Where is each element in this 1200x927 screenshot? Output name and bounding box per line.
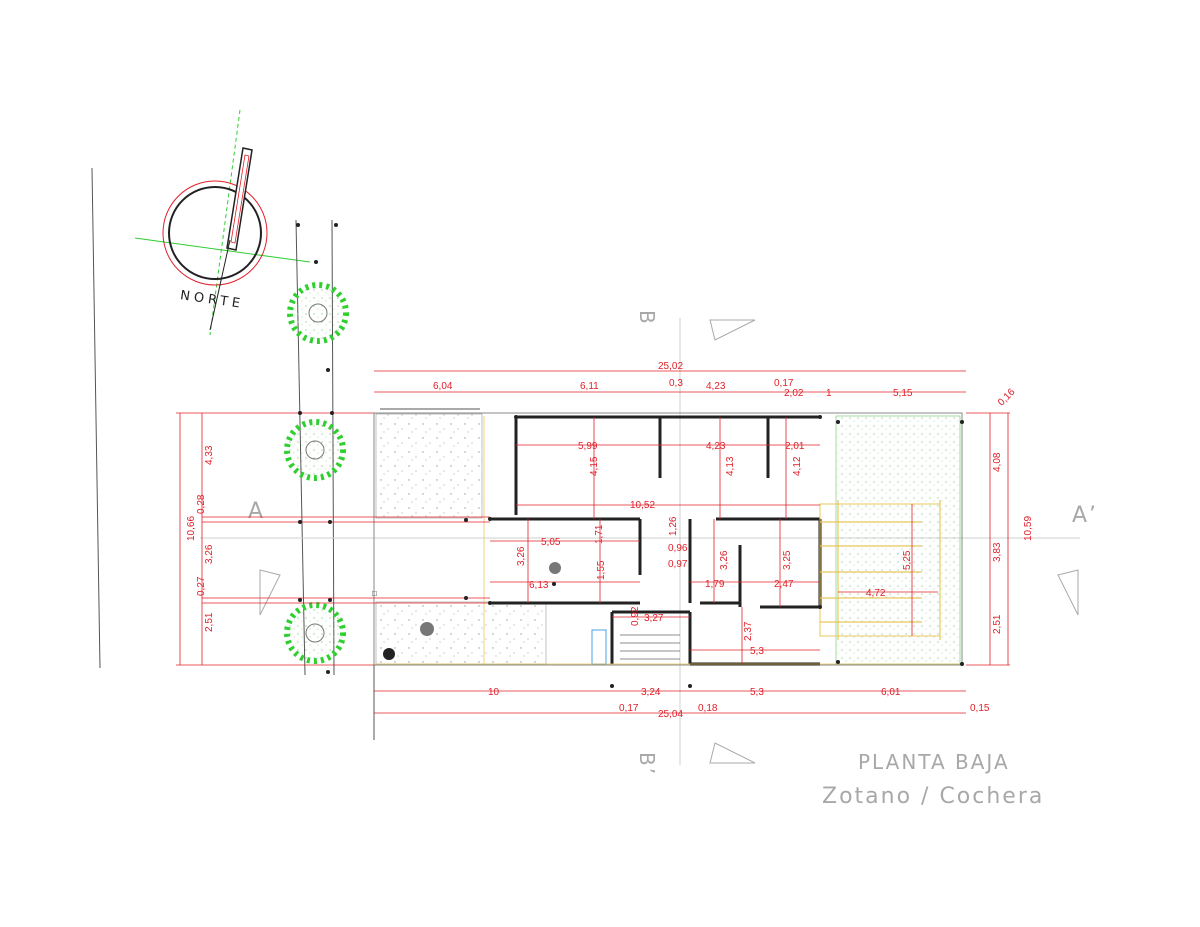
dim-left: 2,51 xyxy=(204,612,215,632)
drawing-title: PLANTA BAJA xyxy=(858,750,1010,774)
dim-row2: 4,23 xyxy=(706,441,726,452)
dim-top: 1 xyxy=(826,388,832,399)
section-label-a: A xyxy=(248,499,265,524)
dim-mid: 3,25 xyxy=(782,550,793,570)
dim-top: 6,11 xyxy=(580,381,599,392)
drawing-subtitle: Zotano / Cochera xyxy=(822,784,1044,809)
dim-bottom: 0,18 xyxy=(698,703,718,714)
dim-left: 10,66 xyxy=(186,516,197,541)
dim-right: 3,83 xyxy=(992,542,1003,562)
dim-mid: 3,26 xyxy=(719,550,730,570)
dim-mid: 5,05 xyxy=(541,537,561,548)
section-label-b-top: B xyxy=(635,310,659,326)
front-patio xyxy=(375,413,483,519)
dim-bottom: 3,24 xyxy=(641,687,661,698)
svg-text:□: □ xyxy=(372,589,377,598)
dim-top: 4,23 xyxy=(706,381,726,392)
dim-mid: 5,25 xyxy=(902,550,913,570)
dim-right: 2,51 xyxy=(992,614,1003,634)
side-patio xyxy=(375,601,547,665)
dim-bottom: 6,01 xyxy=(881,687,901,698)
dim-mid: 3,27 xyxy=(644,613,664,624)
dim-mid: 4,72 xyxy=(866,588,886,599)
section-label-b-bottom: B’ xyxy=(635,752,659,776)
tree-icon xyxy=(287,282,349,344)
dim-top: 0,17 xyxy=(774,378,794,389)
dim-mid: 6,13 xyxy=(529,580,549,591)
property-line xyxy=(91,167,101,669)
dim-vertical: 4,12 xyxy=(792,456,803,476)
dim-row2: 2,01 xyxy=(785,441,805,452)
dim-total-top: 25,02 xyxy=(658,361,683,372)
dim-mid: 1,79 xyxy=(705,579,725,590)
dim-top: 6,04 xyxy=(433,381,453,392)
dim-top: 5,15 xyxy=(893,388,913,399)
dim-left: 0,28 xyxy=(196,494,207,514)
stairs xyxy=(620,634,680,660)
dim-mid: 3,26 xyxy=(516,546,527,566)
dim-mid: 2,37 xyxy=(743,621,754,641)
dim-row2: 5,99 xyxy=(578,441,598,452)
dim-top: 0,16 xyxy=(996,387,1018,409)
dim-right: 10,59 xyxy=(1023,516,1034,541)
dim-mid: 5,3 xyxy=(750,646,764,657)
dim-total-bottom: 25,04 xyxy=(658,709,683,720)
dim-bottom: 5,3 xyxy=(750,687,764,698)
dim-mid: 0,97 xyxy=(668,559,688,570)
dim-right: 4,08 xyxy=(992,452,1003,472)
water-heater-icon xyxy=(591,629,607,665)
dim-bottom: 0,17 xyxy=(619,703,639,714)
tree-icon xyxy=(284,419,346,481)
dim-mid: 10,52 xyxy=(630,500,655,511)
garden-area xyxy=(835,415,961,665)
dim-mid: 1,71 xyxy=(594,524,605,544)
dim-bottom: 0,15 xyxy=(970,703,990,714)
drain-icon xyxy=(383,648,395,660)
dim-mid: 1,55 xyxy=(596,560,607,580)
dim-vertical: 4,13 xyxy=(725,456,736,476)
dim-left: 0,27 xyxy=(196,576,207,596)
dim-left: 4,33 xyxy=(204,445,215,465)
lot-outline xyxy=(373,412,963,666)
dimension-lines xyxy=(176,370,1010,714)
dim-mid: 2,47 xyxy=(774,579,794,590)
dim-left: 3,26 xyxy=(204,544,215,564)
tree-icon xyxy=(284,602,346,664)
dim-mid: 1,26 xyxy=(668,516,679,536)
drain-icon xyxy=(420,622,434,636)
dim-vertical: 4,15 xyxy=(589,456,600,476)
dim-top: 2,02 xyxy=(784,388,804,399)
dim-mid: 0,92 xyxy=(630,606,641,626)
drain-icon xyxy=(549,562,561,574)
dim-bottom: 10 xyxy=(488,687,500,698)
dim-top: 0,3 xyxy=(669,378,683,389)
north-label: NORTE xyxy=(179,288,245,312)
leader-pins xyxy=(296,223,964,688)
north-arrow-icon xyxy=(134,109,311,336)
dim-mid: 0,96 xyxy=(668,543,688,554)
section-label-a-prime: A’ xyxy=(1072,503,1098,528)
